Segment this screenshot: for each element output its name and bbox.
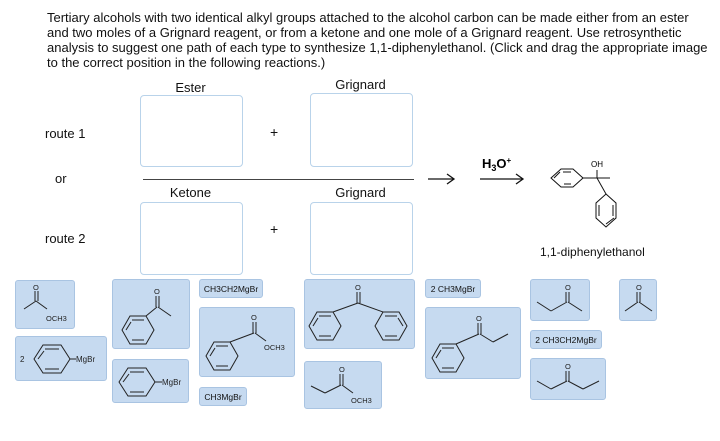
tile-2memgbr-label: 2 CH3MgBr — [430, 283, 476, 294]
ester-header: Ester — [175, 80, 206, 95]
route-divider — [143, 179, 414, 180]
tile-ome-label: OCH3 — [46, 314, 67, 323]
route-2-label: route 2 — [45, 231, 86, 246]
grignard-dropzone-2[interactable] — [310, 202, 413, 275]
tile-methyl-propanoate[interactable]: O OCH3 — [304, 361, 382, 409]
svg-text:O: O — [154, 287, 160, 296]
tile-benzophenone[interactable]: O — [304, 279, 415, 349]
tile-pentanone[interactable]: O — [530, 358, 606, 400]
svg-text:O: O — [33, 283, 39, 292]
ketone-dropzone[interactable] — [140, 202, 243, 275]
tile-butanone[interactable]: O — [530, 279, 590, 321]
tile-prefix-2: 2 — [20, 355, 25, 364]
propiophenone-structure: O — [431, 314, 509, 373]
grignard-header-2: Grignard — [335, 185, 386, 200]
tile-memgbr-label: CH3MgBr — [204, 391, 242, 402]
product-structure — [550, 168, 617, 228]
svg-text:O: O — [476, 314, 482, 323]
tile-2-ethylmagnesium-bromide[interactable]: 2 CH3CH2MgBr — [530, 330, 602, 349]
ester-dropzone[interactable] — [140, 95, 243, 167]
tile-benzoate-ome-label: OCH3 — [264, 343, 285, 352]
methyl-acetate-structure: O OCH3 — [23, 283, 67, 323]
reagent-h3o: H3O+ — [482, 156, 512, 173]
tile-methylmagnesium-bromide[interactable]: CH3MgBr — [199, 387, 247, 406]
svg-text:O: O — [355, 283, 361, 292]
tile-mgbr-label: MgBr — [76, 355, 95, 364]
plus-sign-2: + — [270, 221, 279, 237]
pentanone-structure: O — [536, 362, 600, 390]
grignard-header-1: Grignard — [335, 77, 386, 92]
tile-propanoate-ome-label: OCH3 — [351, 396, 372, 405]
plus-sign-1: + — [270, 124, 279, 140]
methyl-benzoate-structure: O OCH3 — [205, 313, 285, 371]
tile-acetone[interactable]: O — [619, 279, 657, 321]
tile-2-methylmagnesium-bromide[interactable]: 2 CH3MgBr — [425, 279, 481, 298]
route-1-label: route 1 — [45, 126, 86, 141]
tile-2etmgbr-label: 2 CH3CH2MgBr — [535, 334, 597, 345]
reaction-arrow-1 — [428, 173, 456, 185]
phenylmagnesium-bromide-structure: 2 MgBr — [20, 344, 95, 374]
tile-phenylmagnesium-bromide[interactable]: MgBr — [112, 359, 189, 403]
tile-ethylmagnesium-bromide[interactable]: CH3CH2MgBr — [199, 279, 263, 298]
or-label: or — [55, 171, 67, 186]
reaction-arrow-2 — [480, 173, 525, 185]
grignard-dropzone-1[interactable] — [310, 93, 413, 167]
methyl-propanoate-structure: O OCH3 — [310, 365, 372, 405]
acetophenone-structure: O — [121, 287, 172, 345]
benzophenone-structure: O — [308, 283, 408, 341]
tile-methyl-benzoate[interactable]: O OCH3 — [199, 307, 295, 377]
svg-text:O: O — [251, 313, 257, 322]
tile-etmgbr-label: CH3CH2MgBr — [203, 283, 259, 294]
tile-methyl-acetate[interactable]: O OCH3 — [15, 280, 75, 329]
svg-text:O: O — [339, 365, 345, 374]
product-oh: OH — [591, 160, 603, 169]
ketone-header: Ketone — [169, 185, 212, 200]
tile-propiophenone[interactable]: O — [425, 307, 521, 379]
butanone-structure: O — [536, 283, 583, 312]
product-name: 1,1-diphenylethanol — [540, 245, 645, 259]
tile-2-phenylmagnesium-bromide[interactable]: 2 MgBr — [15, 336, 107, 381]
svg-text:O: O — [636, 283, 642, 292]
svg-text:O: O — [565, 283, 571, 292]
acetone-structure: O — [624, 283, 653, 312]
tile-mgbr-label-2: MgBr — [162, 378, 181, 387]
tile-acetophenone[interactable]: O — [112, 279, 190, 349]
question-text: Tertiary alcohols with two identical alk… — [47, 10, 708, 70]
svg-text:O: O — [565, 362, 571, 371]
phenylmagnesium-bromide-structure-2: MgBr — [118, 367, 181, 397]
